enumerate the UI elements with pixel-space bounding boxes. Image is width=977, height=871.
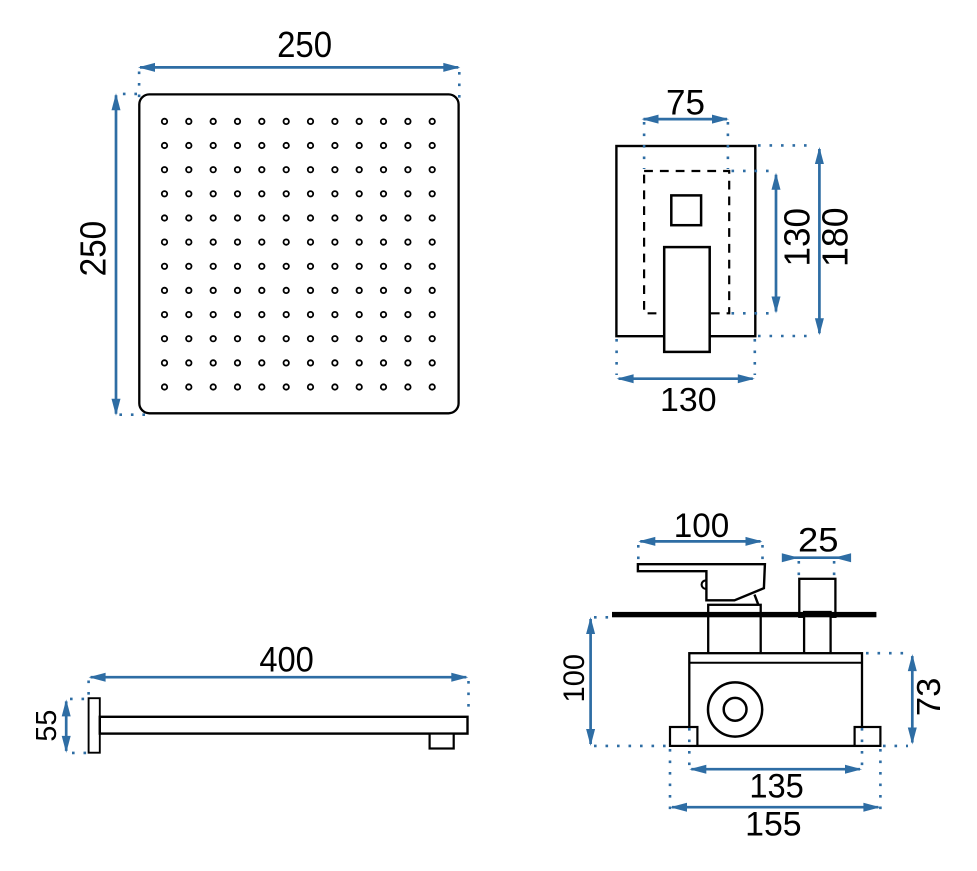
svg-text:25: 25	[798, 522, 839, 560]
svg-text:155: 155	[745, 806, 802, 844]
svg-text:400: 400	[259, 640, 314, 679]
svg-text:100: 100	[674, 507, 730, 545]
svg-text:180: 180	[815, 207, 856, 267]
svg-text:130: 130	[776, 208, 817, 267]
svg-text:100: 100	[558, 654, 591, 703]
svg-text:75: 75	[666, 83, 705, 122]
svg-text:135: 135	[749, 767, 804, 805]
svg-text:250: 250	[72, 221, 113, 277]
svg-text:55: 55	[31, 710, 63, 742]
svg-text:73: 73	[910, 678, 947, 717]
svg-text:130: 130	[660, 381, 717, 418]
svg-text:250: 250	[277, 24, 332, 65]
